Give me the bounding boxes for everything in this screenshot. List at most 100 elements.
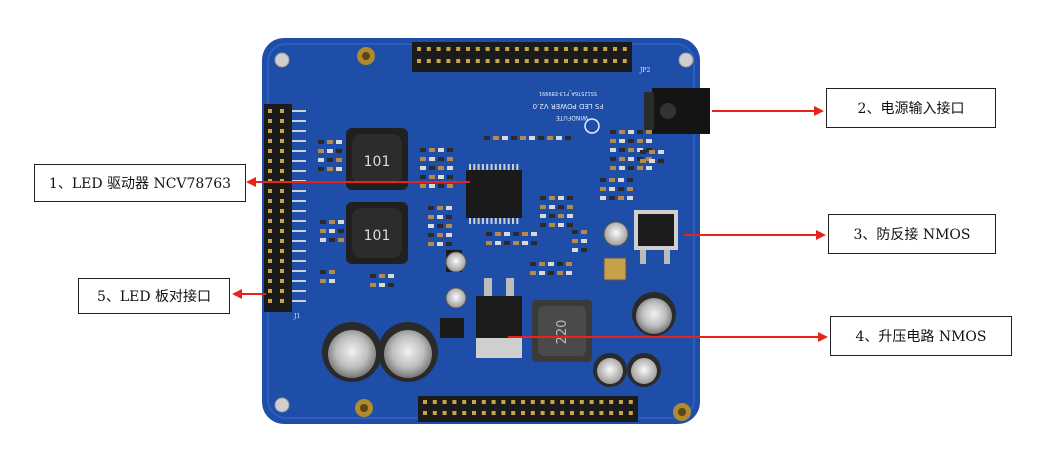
- header-pin: [495, 59, 500, 63]
- ic-pin: [469, 164, 471, 170]
- smd-components: [318, 130, 664, 287]
- header-pin: [515, 47, 519, 51]
- smd-part: [530, 262, 536, 266]
- boost-inductor-marking: 220: [555, 320, 570, 345]
- mounting-hole: [274, 397, 290, 413]
- header-pin: [511, 411, 516, 415]
- smd-part: [447, 184, 453, 188]
- header-pin-lead: [292, 300, 306, 302]
- ic-pin: [512, 164, 514, 170]
- header-pin: [280, 159, 284, 163]
- smd-part: [628, 130, 634, 134]
- standoff: [355, 399, 373, 417]
- smd-part: [428, 233, 434, 237]
- smd-part: [567, 205, 573, 209]
- header-pin: [268, 199, 272, 203]
- left-pin-header: [264, 104, 306, 312]
- smd-part: [420, 166, 426, 170]
- header-pin: [534, 59, 539, 63]
- header-pin-lead: [292, 230, 306, 232]
- header-pin: [475, 47, 480, 51]
- smd-part: [379, 274, 385, 278]
- ic-pin: [473, 218, 476, 224]
- ic-pin: [469, 218, 471, 224]
- smd-part: [336, 149, 342, 153]
- header-pin: [280, 199, 284, 203]
- smd-part: [627, 178, 633, 182]
- smd-part: [600, 178, 606, 182]
- header-pin: [485, 59, 490, 63]
- callout-power-input: 2、电源输入接口: [826, 88, 996, 128]
- standoff: [673, 403, 691, 421]
- smd-part: [420, 148, 426, 152]
- smd-part: [437, 215, 443, 219]
- smd-part: [329, 270, 335, 274]
- callout-board-connector: 5、LED 板对接口: [78, 278, 230, 314]
- header-pin: [524, 59, 529, 63]
- inductor-1: 101: [346, 128, 408, 190]
- smd-part: [420, 157, 426, 161]
- header-pin: [456, 47, 461, 51]
- smd-part: [529, 136, 535, 140]
- smd-part: [320, 238, 326, 242]
- bottom-pin-header: [418, 396, 638, 422]
- header-pin: [579, 411, 584, 415]
- smd-part: [609, 187, 615, 191]
- ic-pin: [486, 218, 489, 224]
- header-pin: [481, 400, 486, 404]
- header-pin: [280, 129, 284, 133]
- smd-part: [446, 233, 452, 237]
- header-pin: [501, 400, 506, 404]
- smd-part: [320, 270, 326, 274]
- header-pin: [446, 47, 451, 51]
- smd-part: [567, 223, 573, 227]
- smd-part: [495, 232, 501, 236]
- smd-part: [438, 175, 444, 179]
- header-pin: [501, 411, 506, 415]
- ic-pin: [503, 218, 506, 224]
- header-pin: [573, 59, 578, 63]
- header-pin-lead: [292, 220, 306, 222]
- header-pin: [583, 59, 588, 63]
- header-pin: [268, 149, 272, 153]
- smd-part: [447, 166, 453, 170]
- smd-part: [447, 175, 453, 179]
- header-pin: [280, 299, 284, 303]
- smd-part: [610, 139, 616, 143]
- smd-part: [628, 148, 634, 152]
- header-pin: [628, 411, 633, 415]
- header-pin: [432, 411, 437, 415]
- smd-part: [420, 175, 426, 179]
- smd-part: [628, 166, 634, 170]
- header-pin-lead: [292, 240, 306, 242]
- inductor-2: 101: [346, 202, 408, 264]
- header-pin: [593, 59, 598, 63]
- header-pin: [540, 400, 545, 404]
- header-pin: [530, 411, 535, 415]
- header-pin: [268, 239, 272, 243]
- ic-pin: [516, 218, 519, 224]
- header-pin: [628, 400, 633, 404]
- smd-part: [540, 214, 546, 218]
- smd-part: [370, 283, 376, 287]
- smd-part: [513, 241, 519, 245]
- header-pin: [268, 269, 272, 273]
- header-pin: [280, 209, 284, 213]
- header-pin: [485, 47, 490, 51]
- smd-part: [388, 274, 394, 278]
- header-pin: [570, 411, 574, 415]
- silk-logo-text: WINDFUTE: [556, 114, 588, 121]
- smd-part: [549, 214, 555, 218]
- header-pin: [268, 229, 272, 233]
- header-pin-lead: [292, 140, 306, 142]
- header-pin: [619, 411, 623, 415]
- header-pin: [280, 109, 284, 113]
- header-pin: [603, 47, 608, 51]
- smd-part: [557, 262, 563, 266]
- smd-part: [619, 148, 625, 152]
- smd-part: [446, 215, 452, 219]
- pcb-board: JP2 J1 101 101 2: [262, 38, 710, 424]
- smd-part: [520, 136, 526, 140]
- ic-pin: [490, 164, 493, 170]
- header-pin: [554, 47, 559, 51]
